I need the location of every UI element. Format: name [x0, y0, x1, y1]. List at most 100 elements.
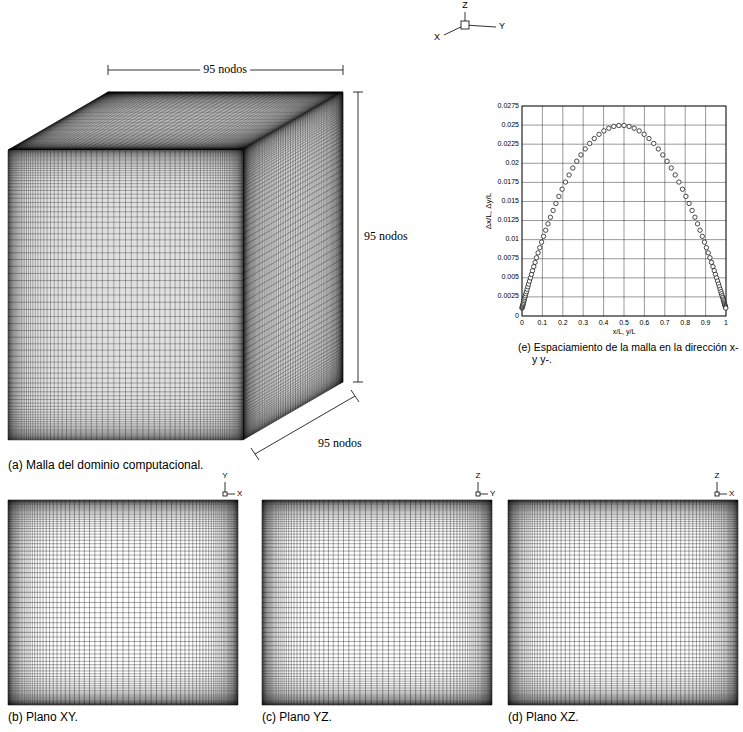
- data-point: [543, 228, 547, 232]
- data-point: [723, 305, 727, 309]
- data-point: [669, 166, 673, 170]
- axis-label: Y: [490, 489, 495, 498]
- data-point: [541, 234, 545, 238]
- plane-xy-mesh-ground: [8, 500, 238, 705]
- y-axis-title: Δx/L, Δy/L: [484, 193, 493, 229]
- mesh-lines: [8, 92, 738, 705]
- plane-xz-mesh-ground: [508, 500, 738, 705]
- figure-caption: (b) Plano XY.: [8, 711, 78, 725]
- axis-cube-icon: [461, 21, 469, 29]
- x-tick-label: 0.8: [680, 319, 690, 327]
- x-tick-label: 0.3: [578, 319, 588, 327]
- data-point: [693, 215, 697, 219]
- figure-caption: (c) Plano YZ.: [262, 711, 332, 725]
- x-tick-label: 0: [520, 319, 524, 327]
- data-point: [557, 194, 561, 198]
- y-tick-label: 0.005: [501, 273, 519, 281]
- data-point: [587, 141, 591, 145]
- data-point: [534, 256, 538, 260]
- data-point: [698, 228, 702, 232]
- dimension-tick: [351, 390, 359, 402]
- dimension-lines: [108, 65, 363, 460]
- data-point: [548, 215, 552, 219]
- y-tick-label: 0.0175: [498, 178, 519, 186]
- y-tick-label: 0.0125: [498, 216, 519, 224]
- data-point: [702, 240, 706, 244]
- data-point: [709, 260, 713, 264]
- plane-xz-mesh: [508, 500, 738, 705]
- y-tick-label: 0.01: [505, 235, 519, 243]
- data-point: [617, 123, 621, 127]
- axis-label: Z: [715, 471, 720, 480]
- axis-label: X: [434, 32, 440, 42]
- data-point: [538, 245, 542, 249]
- x-tick-label: 0.6: [640, 319, 650, 327]
- cube-front-mesh: [8, 150, 243, 440]
- data-point: [551, 208, 555, 212]
- data-point: [677, 180, 681, 184]
- data-point: [579, 153, 583, 157]
- x-tick-label: 0.2: [558, 319, 568, 327]
- data-point: [673, 173, 677, 177]
- axis-label: Z: [476, 471, 481, 480]
- plane-yz-mesh-ground: [262, 500, 492, 705]
- data-point: [704, 245, 708, 249]
- data-point: [706, 251, 710, 255]
- data-point: [597, 132, 601, 136]
- x-tick-label: 1: [724, 319, 728, 327]
- axis-label: Z: [462, 0, 468, 10]
- data-point: [563, 180, 567, 184]
- plane-yz-mesh: [262, 500, 492, 705]
- spacing-chart: [520, 106, 728, 316]
- data-point: [627, 124, 631, 128]
- data-point: [700, 234, 704, 238]
- data-point: [708, 256, 712, 260]
- axis-label: X: [729, 489, 734, 498]
- y-tick-label: 0.0075: [498, 254, 519, 262]
- data-point: [690, 208, 694, 212]
- data-point: [575, 159, 579, 163]
- figure-caption: (a) Malla del dominio computacional.: [8, 459, 203, 473]
- chart-frame: [522, 106, 726, 316]
- data-point: [546, 222, 550, 226]
- data-point: [602, 129, 606, 133]
- data-point: [687, 201, 691, 205]
- data-point: [592, 136, 596, 140]
- cube-side-mesh: [243, 92, 343, 440]
- data-point: [532, 264, 536, 268]
- data-point: [724, 306, 728, 310]
- data-point: [637, 129, 641, 133]
- data-point: [684, 194, 688, 198]
- data-point: [607, 126, 611, 130]
- data-point: [554, 201, 558, 205]
- x-tick-label: 0.7: [660, 319, 670, 327]
- dimension-tick: [353, 382, 363, 383]
- axis-label: Y: [222, 471, 227, 480]
- cube-side-mesh-ground: [243, 92, 343, 440]
- data-point: [571, 166, 575, 170]
- data-point: [695, 222, 699, 226]
- dimension-tick: [353, 92, 363, 93]
- data-point: [661, 153, 665, 157]
- y-tick-label: 0.0275: [498, 102, 519, 110]
- x-tick-label: 0.4: [599, 319, 609, 327]
- axis-label: X: [237, 489, 242, 498]
- data-point: [642, 132, 646, 136]
- data-point: [567, 173, 571, 177]
- axis-line: [465, 25, 496, 27]
- data-point: [680, 187, 684, 191]
- data-point: [583, 147, 587, 151]
- dimension-line: [358, 92, 359, 382]
- data-point: [533, 260, 537, 264]
- y-tick-label: 0.02: [505, 159, 519, 167]
- x-tick-label: 0.5: [619, 319, 629, 327]
- y-tick-label: 0: [515, 312, 519, 320]
- x-axis-title: x/L, y/L: [613, 328, 636, 336]
- plane-xy-mesh: [8, 500, 238, 705]
- axis-triads: [223, 12, 727, 496]
- dimension-tick: [108, 65, 109, 75]
- y-tick-label: 0.015: [501, 197, 519, 205]
- axis-cube-icon: [715, 492, 719, 496]
- data-point: [652, 141, 656, 145]
- data-point: [539, 240, 543, 244]
